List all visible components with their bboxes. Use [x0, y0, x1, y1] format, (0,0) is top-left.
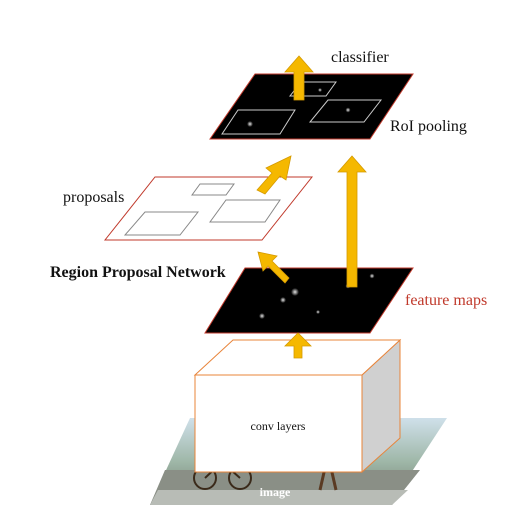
proposals-plane [103, 176, 314, 241]
classifier-label: classifier [331, 49, 389, 66]
arrow-conv-to-features [284, 332, 312, 359]
rpn-label: Region Proposal Network [50, 264, 226, 281]
arrow-proposals-to-roi [256, 155, 292, 195]
arrow-features-to-roi [337, 155, 367, 288]
arrow-rpn [257, 251, 290, 284]
roi-pooling-plane [209, 73, 414, 140]
conv-layers-box [193, 338, 402, 474]
feature-maps-plane [204, 267, 414, 334]
conv-layers-label: conv layers [251, 419, 306, 433]
arrow-roi-to-classifier [284, 55, 314, 101]
roi-pooling-label: RoI pooling [390, 118, 467, 135]
feature-maps-label: feature maps [405, 292, 487, 309]
image-label: image [260, 485, 291, 499]
proposals-label: proposals [63, 189, 124, 206]
